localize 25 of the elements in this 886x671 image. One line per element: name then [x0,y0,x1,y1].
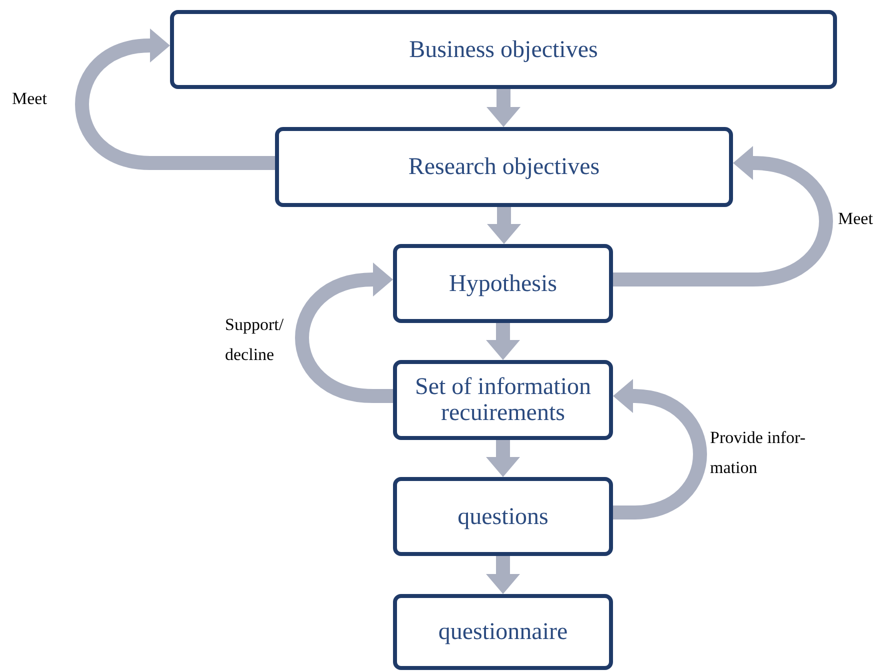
box-text: Set of information recuirements [414,374,592,426]
box-text: Research objectives [408,154,600,180]
arrow [613,146,833,287]
edge-label: Support/ decline [225,314,285,366]
process-box [393,244,613,323]
edge-label: Provide infor- mation [710,427,807,479]
edge-label: Meet [12,88,48,110]
box-text: questionnaire [438,619,568,645]
edge-label: Meet [838,208,874,230]
box-text: Hypothesis [449,270,557,296]
arrow [486,556,520,594]
process-box [275,127,733,207]
arrow [613,379,707,520]
process-box [170,10,837,89]
arrow [75,28,275,170]
process-box [393,360,613,440]
process-box [393,477,613,556]
process-box [393,594,613,670]
arrow [486,440,520,477]
arrow [295,262,393,403]
arrow [487,207,521,244]
arrow [486,323,520,360]
box-text: Business objectives [409,36,598,62]
box-text: questions [458,504,548,530]
arrow [486,89,520,127]
